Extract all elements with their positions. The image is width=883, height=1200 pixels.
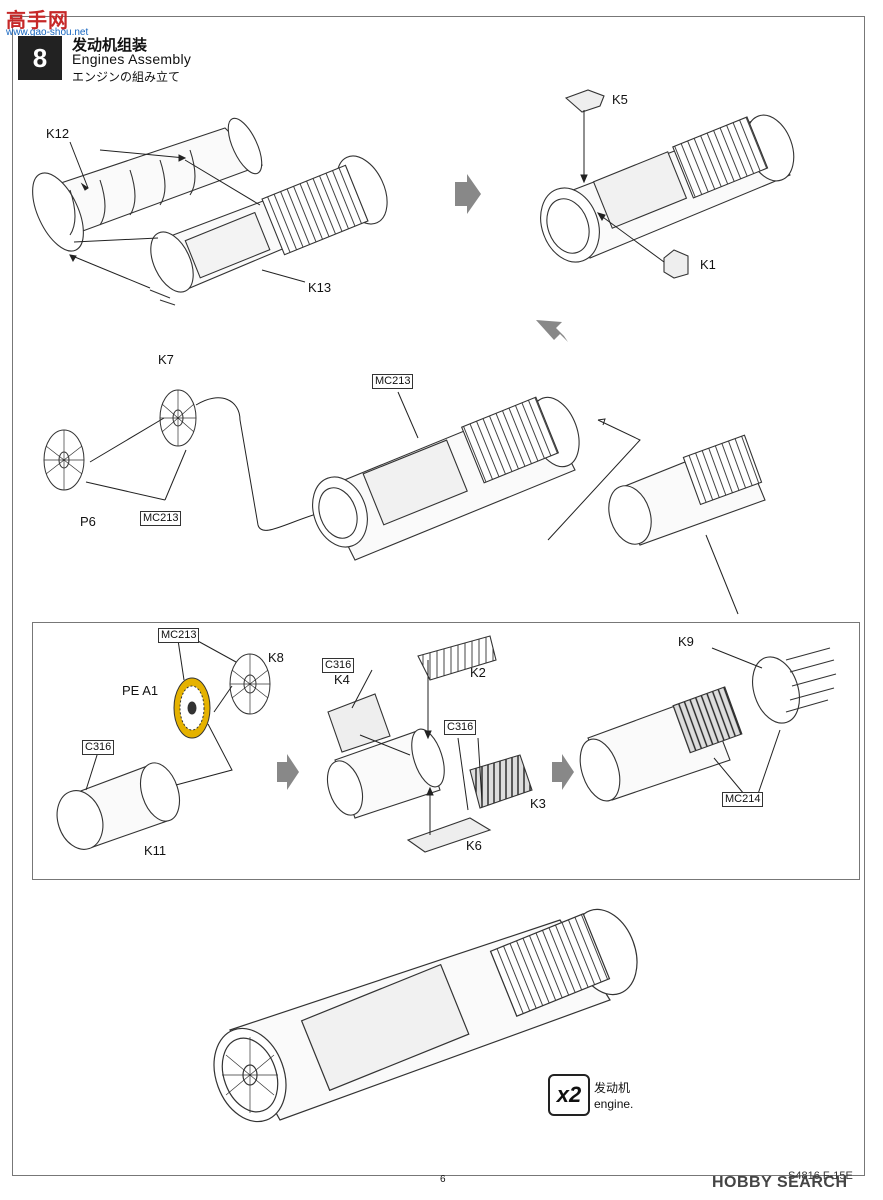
paint-code-mc213-panel: MC213 <box>158 628 200 643</box>
page-frame <box>12 16 865 1176</box>
paint-code-mc213-fan: MC213 <box>140 511 182 526</box>
product-code: S4816 F-15E <box>788 1170 853 1182</box>
engine-core-illustration <box>540 89 795 279</box>
flow-arrow-down-left <box>536 320 568 342</box>
label-k12: K12 <box>46 126 70 141</box>
paint-code-c316-k4: C316 <box>322 658 355 673</box>
callout-lines-panel-right <box>711 647 781 795</box>
fan-disc-k7 <box>159 389 197 447</box>
paint-code-mc214: MC214 <box>722 792 764 807</box>
label-k11: K11 <box>144 843 167 858</box>
middle-shell-assembly <box>326 635 533 853</box>
quantity-label-english: engine. <box>594 1097 634 1111</box>
paint-code-c316-k3: C316 <box>444 720 477 735</box>
step-number-badge: 8 <box>18 36 62 80</box>
quantity-label-chinese: 发动机 <box>594 1081 631 1095</box>
fan-disc-p6 <box>43 429 85 491</box>
quantity-badge: x2 <box>548 1074 590 1116</box>
label-p6: P6 <box>80 514 96 529</box>
flow-arrow-right-panel-2 <box>552 754 574 790</box>
label-k8: K8 <box>268 650 284 665</box>
rear-section-assembly <box>579 647 837 802</box>
label-k7: K7 <box>158 352 174 367</box>
page-number: 6 <box>440 1174 446 1185</box>
label-k6: K6 <box>466 838 482 853</box>
label-k5: K5 <box>612 92 628 107</box>
sub-assembly-panel <box>32 622 860 880</box>
cylinder-k11 <box>56 762 181 850</box>
engine-halves-illustration <box>32 117 388 306</box>
label-k4: K4 <box>334 672 350 687</box>
callout-lines-fan <box>85 397 331 531</box>
callout-lines-top-right <box>580 110 665 263</box>
exhaust-illustration <box>608 434 766 546</box>
watermark-logo: 高手网 <box>6 10 69 32</box>
site-watermark: HOBBY SEARCH <box>712 1174 848 1191</box>
callout-lines-top-left <box>69 141 306 289</box>
callout-lines-middle <box>397 391 739 615</box>
label-k3: K3 <box>530 796 546 811</box>
pe-ring-a1 <box>173 677 211 739</box>
step-title-chinese: 发动机组装 <box>72 36 148 54</box>
step-title-english: Engines Assembly <box>72 51 192 67</box>
main-engine-illustration <box>312 396 580 561</box>
paint-code-c316-k11: C316 <box>82 740 115 755</box>
callout-lines-panel-middle <box>351 660 483 835</box>
callout-lines-panel-left <box>85 639 237 791</box>
label-k2: K2 <box>470 665 486 680</box>
fan-disc-k8 <box>229 653 271 715</box>
label-pe-a1: PE A1 <box>122 683 159 698</box>
step-title-japanese: エンジンの組み立て <box>72 70 181 84</box>
label-k1: K1 <box>700 257 716 272</box>
flow-arrow-right-top <box>455 174 481 214</box>
completed-engine-illustration <box>213 908 638 1123</box>
label-k9: K9 <box>678 634 694 649</box>
paint-code-mc213-main: MC213 <box>372 374 414 389</box>
label-k13: K13 <box>308 280 332 295</box>
flow-arrow-right-panel-1 <box>277 754 299 790</box>
watermark-url: www.gao-shou.net <box>6 27 89 38</box>
